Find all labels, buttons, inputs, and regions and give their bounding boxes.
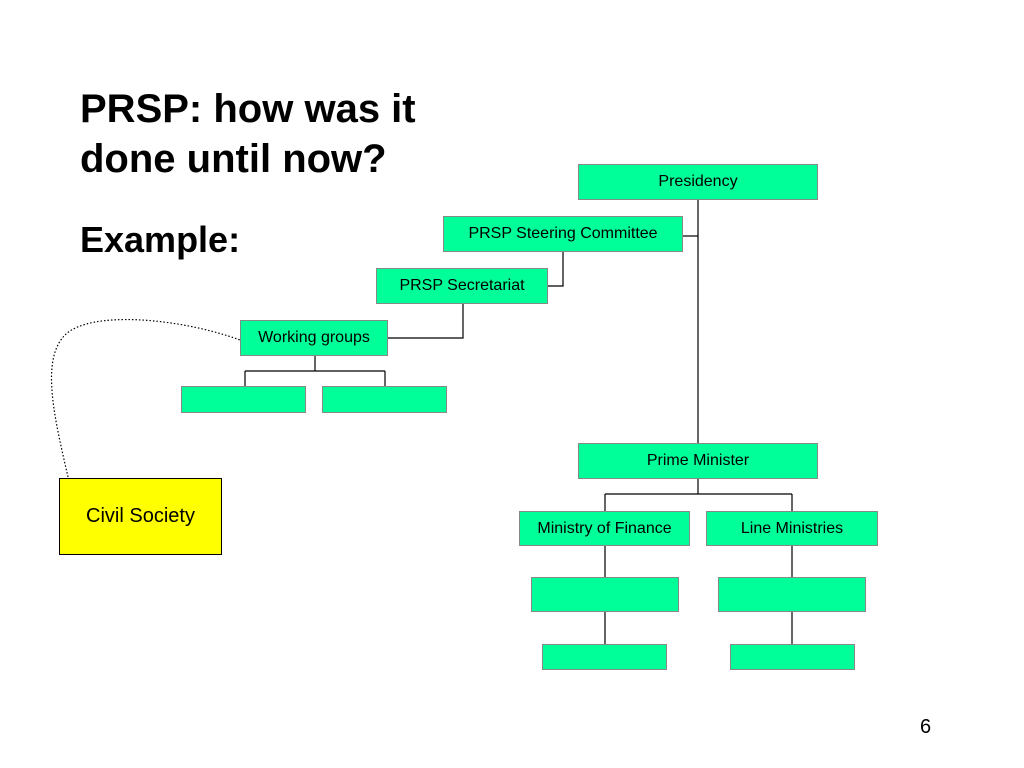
node-working-group-sub-right [322, 386, 447, 413]
node-civil-society: Civil Society [59, 478, 222, 555]
node-line-ministries-sub-1 [718, 577, 866, 612]
connector-secretariat-working-groups [388, 304, 464, 339]
node-presidency: Presidency [578, 164, 818, 200]
node-prsp-secretariat: PRSP Secretariat [376, 268, 548, 304]
node-working-groups: Working groups [240, 320, 388, 356]
page-number: 6 [920, 716, 932, 738]
slide-title: PRSP: how was it done until now? [80, 87, 416, 181]
node-prsp-steering-committee: PRSP Steering Committee [443, 216, 683, 252]
slide-subtitle: Example: [80, 219, 241, 260]
node-ministry-of-finance: Ministry of Finance [519, 511, 690, 546]
connector-steering-secretariat [548, 252, 564, 287]
node-prime-minister: Prime Minister [578, 443, 818, 479]
connector-civil-society-working-groups [50, 318, 241, 478]
node-finance-sub-1 [531, 577, 679, 612]
node-line-ministries: Line Ministries [706, 511, 878, 546]
node-line-ministries-sub-2 [730, 644, 855, 670]
node-finance-sub-2 [542, 644, 667, 670]
node-working-group-sub-left [181, 386, 306, 413]
